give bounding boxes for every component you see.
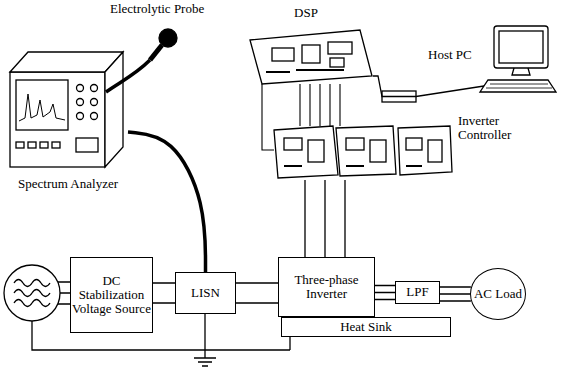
electrolytic-probe-icon xyxy=(106,29,177,92)
inverter-controller: Inverter Controller xyxy=(270,110,532,180)
wire-connector xyxy=(305,180,345,257)
drawing-stroke xyxy=(91,99,98,106)
node-label: Inverter Controller xyxy=(458,114,530,143)
node-label: DC Stabilization Voltage Source xyxy=(71,274,152,317)
drawing-stroke xyxy=(10,52,123,72)
drawing-stroke xyxy=(428,140,442,162)
drawing-stroke xyxy=(330,58,344,67)
controller-board-icons xyxy=(274,126,452,178)
drawing-stroke xyxy=(512,68,530,75)
drawing-stroke xyxy=(77,99,84,106)
spectrum-analyzer-icon xyxy=(10,52,123,167)
inverter-box: Three-phase Inverter xyxy=(278,257,375,317)
host-pc: Host PC xyxy=(428,22,558,96)
drawing-stroke xyxy=(398,126,452,175)
text-wrap: Host PC xyxy=(428,48,490,62)
node-label: Spectrum Analyzer xyxy=(8,177,128,191)
drawing-stroke xyxy=(346,138,364,150)
drawing-stroke xyxy=(308,140,324,162)
drawing-stroke xyxy=(77,85,84,92)
drawing-stroke xyxy=(106,60,150,92)
text-wrap: AC Load xyxy=(474,287,522,301)
drawing-stroke xyxy=(77,113,84,120)
text-wrap: Spectrum Analyzer xyxy=(8,177,128,191)
node-label: LPF xyxy=(406,285,428,299)
drawing-stroke xyxy=(105,52,123,167)
drawing-stroke xyxy=(336,126,396,176)
drawing-stroke xyxy=(370,140,386,162)
dc-source-box: DC Stabilization Voltage Source xyxy=(70,257,153,333)
wire-connector xyxy=(373,76,484,97)
drawing-stroke xyxy=(480,80,556,92)
drawing-stroke xyxy=(406,138,422,150)
node-label: Host PC xyxy=(428,48,490,62)
lpf-box: LPF xyxy=(395,281,440,304)
drawing-stroke xyxy=(10,72,105,167)
drawing-stroke xyxy=(76,138,98,152)
drawing-stroke xyxy=(194,358,216,366)
heat-sink-box: Heat Sink xyxy=(281,317,451,337)
host-pc-icon xyxy=(480,26,556,92)
wire-connector xyxy=(236,283,278,303)
drawing-stroke xyxy=(16,142,24,148)
drawing-stroke xyxy=(91,113,98,120)
wire-connector xyxy=(375,286,395,300)
text-wrap: Three-phase Inverter xyxy=(279,273,374,302)
spectrum-analyzer: Spectrum Analyzer xyxy=(8,47,128,195)
drawing-stroke xyxy=(266,70,344,72)
drawing-stroke xyxy=(14,280,50,287)
text-wrap: DSP xyxy=(276,6,336,20)
drawing-stroke xyxy=(284,138,302,150)
dsp-board: DSP xyxy=(246,6,373,84)
node-label: Three-phase Inverter xyxy=(279,273,374,302)
dsp-board-icon xyxy=(250,30,372,84)
drawing-stroke xyxy=(272,48,294,61)
drawing-stroke xyxy=(52,142,60,148)
drawing-stroke xyxy=(91,85,98,92)
drawing-stroke xyxy=(328,42,352,54)
text-wrap: Heat Sink xyxy=(340,320,392,334)
drawing-stroke xyxy=(14,300,50,307)
drawing-stroke xyxy=(28,142,36,148)
wire-connector xyxy=(262,84,340,150)
text-wrap: LPF xyxy=(406,285,428,299)
drawing-stroke xyxy=(302,45,320,63)
wire-connector xyxy=(440,287,471,301)
drawing-stroke xyxy=(274,126,338,178)
node-label: AC Load xyxy=(474,287,522,301)
drawing-stroke xyxy=(486,84,552,88)
drawing-stroke xyxy=(4,265,60,321)
node-label: DSP xyxy=(276,6,336,20)
drawing-stroke xyxy=(16,80,68,130)
text-wrap: LISN xyxy=(191,286,220,300)
text-wrap: DC Stabilization Voltage Source xyxy=(71,274,152,317)
ac-source-symbol xyxy=(4,265,73,321)
lisn-box: LISN xyxy=(175,272,236,314)
node-label: Heat Sink xyxy=(340,320,392,334)
drawing-stroke xyxy=(494,26,548,68)
drawing-stroke xyxy=(499,31,543,63)
wire-connector xyxy=(153,283,175,303)
drawing-stroke xyxy=(150,45,162,60)
drawing-stroke xyxy=(284,165,422,167)
text-wrap: Inverter Controller xyxy=(458,114,530,143)
drawing-stroke xyxy=(250,30,372,84)
device-label: Electrolytic Probe xyxy=(110,2,204,16)
drawing-stroke xyxy=(159,29,177,47)
drawing-stroke xyxy=(14,290,50,297)
ac-load-circle: AC Load xyxy=(470,268,526,320)
node-label: LISN xyxy=(191,286,220,300)
drawing-stroke xyxy=(40,142,48,148)
drawing-stroke xyxy=(19,94,65,121)
probe-cable xyxy=(128,132,206,272)
